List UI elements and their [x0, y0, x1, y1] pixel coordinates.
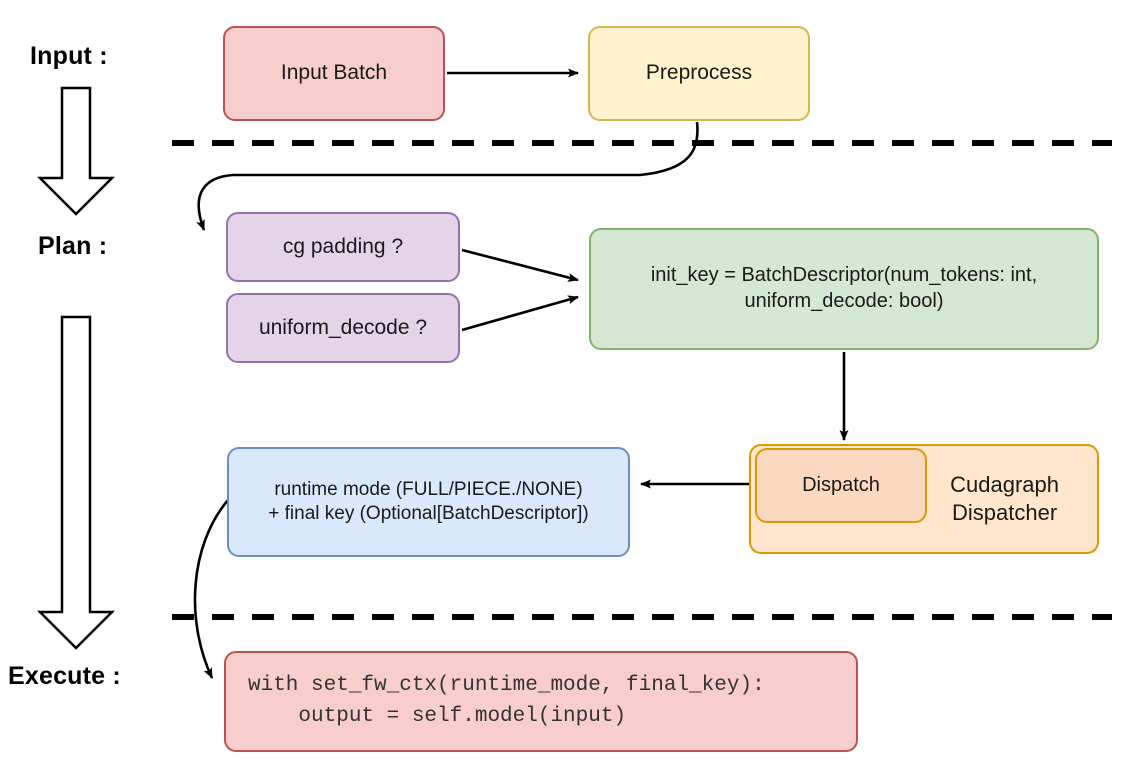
node-dispatch[interactable]: Dispatch — [755, 448, 927, 523]
stage-label-input: Input : — [30, 42, 108, 70]
block-arrow-plan-to-execute — [36, 315, 116, 650]
stage-label-plan: Plan : — [38, 232, 108, 260]
node-preprocess[interactable]: Preprocess — [588, 26, 810, 121]
node-execute-code[interactable]: with set_fw_ctx(runtime_mode, final_key)… — [224, 651, 858, 752]
node-runtime-mode[interactable]: runtime mode (FULL/PIECE./NONE) + final … — [227, 447, 630, 557]
arrow-cg-padding-to-init-key — [461, 248, 579, 282]
stage-label-execute: Execute : — [8, 662, 121, 690]
node-init-key[interactable]: init_key = BatchDescriptor(num_tokens: i… — [589, 228, 1099, 350]
block-arrow-input-to-plan — [36, 86, 116, 216]
node-uniform-decode[interactable]: uniform_decode ? — [226, 293, 460, 363]
node-cg-padding[interactable]: cg padding ? — [226, 212, 460, 282]
node-input-batch[interactable]: Input Batch — [223, 26, 445, 121]
arrow-uniform-decode-to-init-key — [461, 295, 579, 332]
arrow-runtime-mode-to-execute-code — [193, 499, 229, 679]
